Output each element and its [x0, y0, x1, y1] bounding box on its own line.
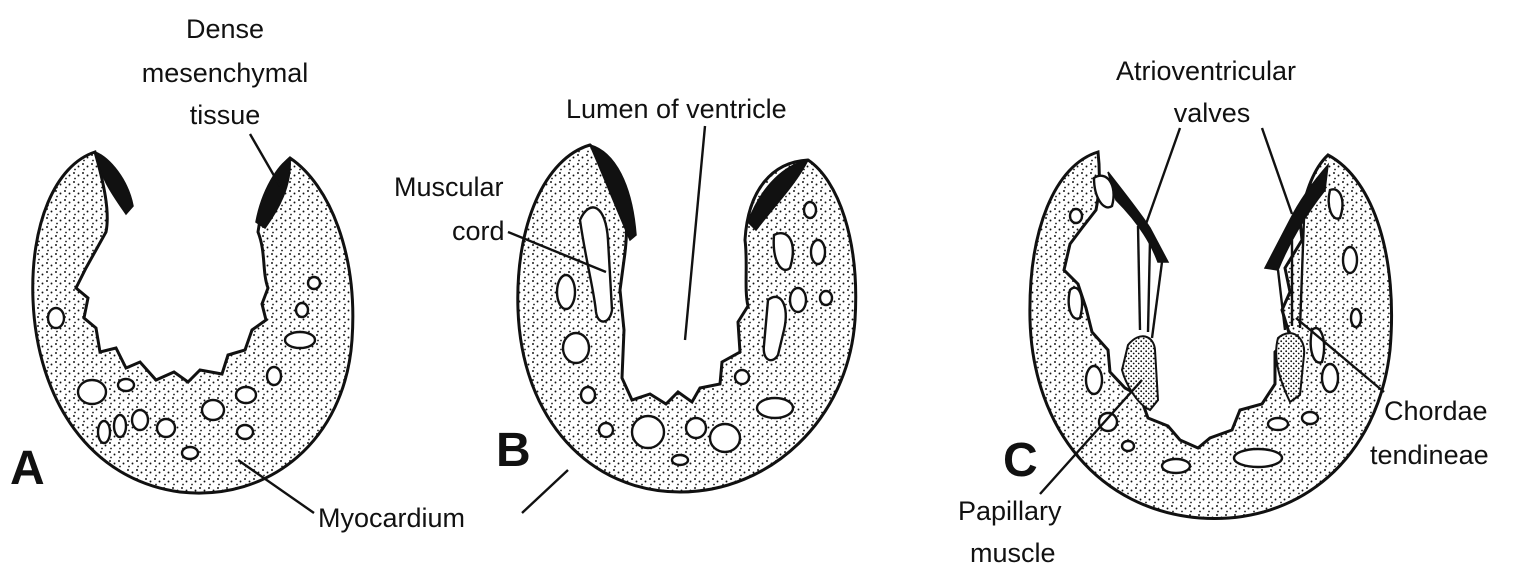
panel-c-letter: C — [1003, 434, 1038, 487]
panel-a: A Dense mesenchymal tissue — [10, 14, 353, 495]
panel-b-letter: B — [496, 424, 531, 477]
label-cord-line2: cord — [452, 216, 505, 246]
label-dense-line2: mesenchymal — [142, 58, 309, 88]
leader-av-valve-right — [1262, 128, 1292, 214]
label-chordae-line1: Chordae — [1384, 396, 1488, 426]
label-dense-line1: Dense — [186, 14, 264, 44]
label-lumen: Lumen of ventricle — [566, 94, 787, 124]
label-papillary-line2: muscle — [970, 538, 1056, 568]
label-cord-line1: Muscular — [394, 172, 504, 202]
panel-a-myocardium-wall — [33, 152, 353, 493]
panel-a-letter: A — [10, 442, 45, 495]
leader-lumen — [685, 126, 705, 340]
label-papillary-line1: Papillary — [958, 496, 1062, 526]
label-chordae-line2: tendineae — [1370, 440, 1489, 470]
leader-av-valve-left — [1146, 128, 1180, 224]
leader-dense-mesenchyme — [250, 134, 280, 186]
label-dense-line3: tissue — [190, 100, 261, 130]
label-myocardium: Myocardium — [318, 503, 465, 533]
panel-c-chordae-lines — [1138, 218, 1304, 338]
panel-c: C Atrioventricular valves Chordae tendin… — [958, 56, 1489, 568]
label-av-line1: Atrioventricular — [1116, 56, 1296, 86]
label-av-line2: valves — [1174, 98, 1251, 128]
